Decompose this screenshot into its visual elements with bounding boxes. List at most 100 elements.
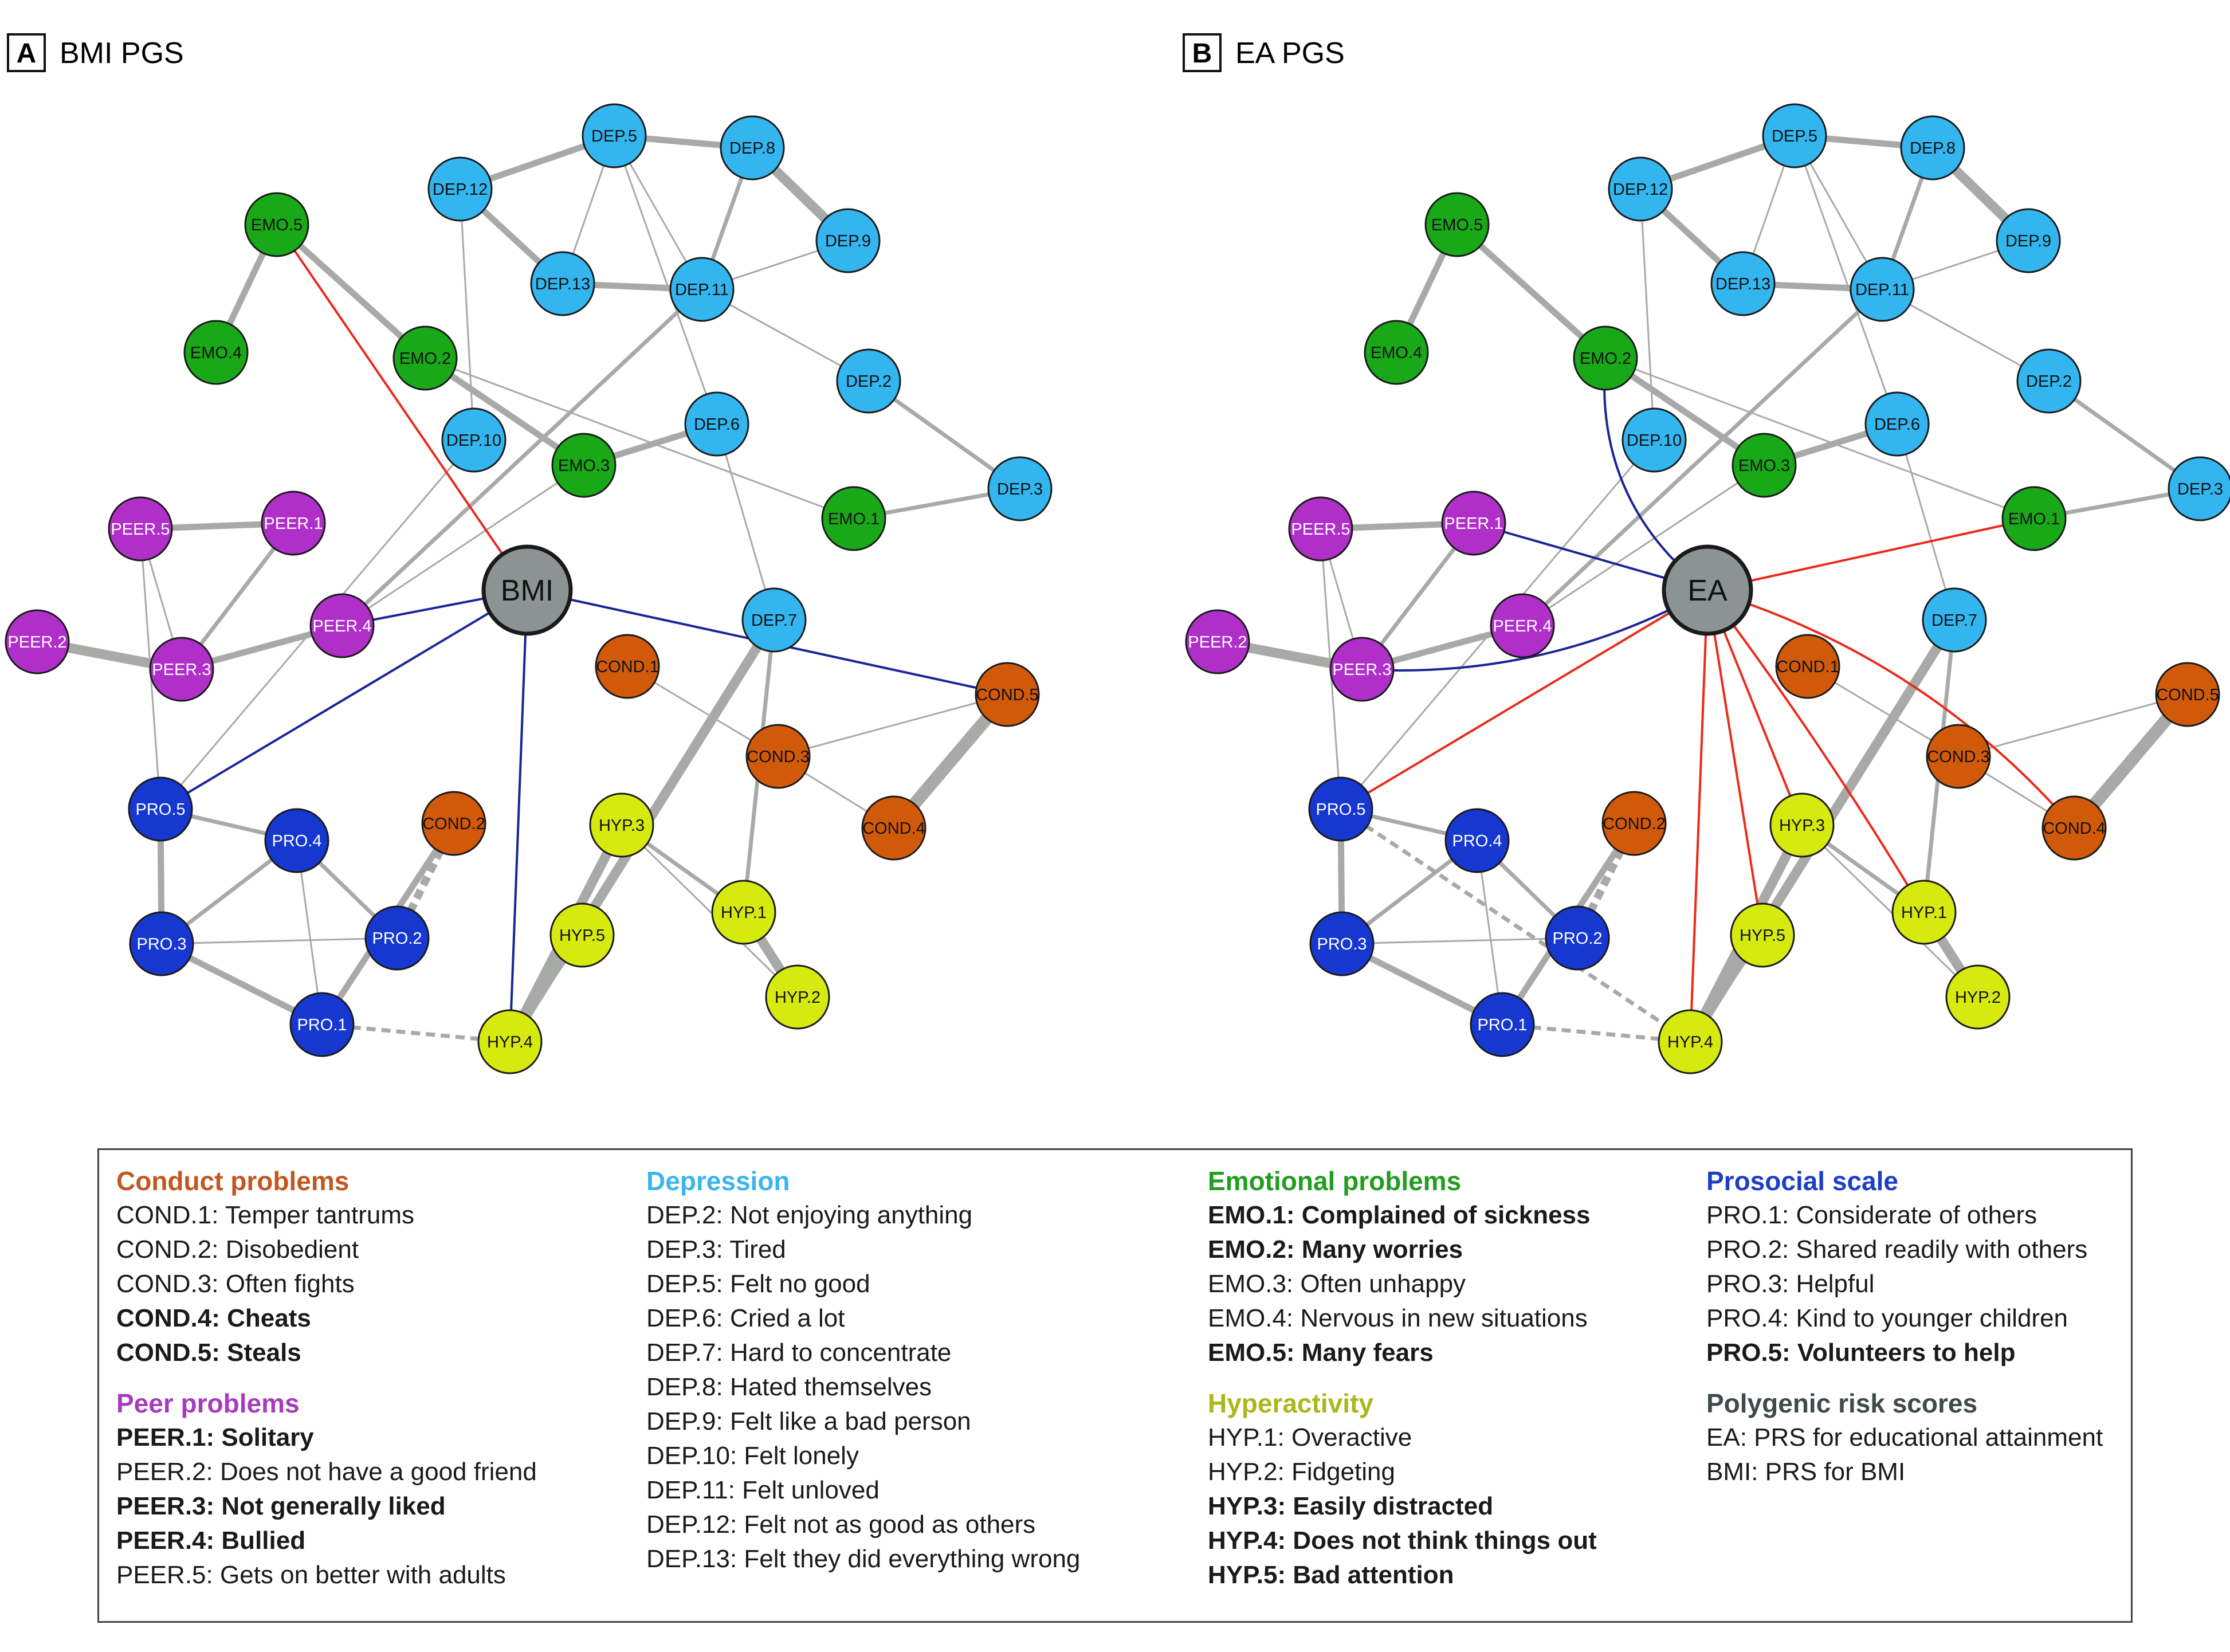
node-label: DEP.7 bbox=[1931, 611, 1977, 630]
node-circle bbox=[1775, 634, 1840, 699]
node-cond-5: COND.5 bbox=[975, 662, 1040, 727]
node-label: EMO.2 bbox=[399, 350, 451, 368]
legend-item: COND.1: Temper tantrums bbox=[116, 1201, 415, 1229]
node-circle bbox=[149, 637, 214, 702]
legend-heading: Hyperactivity bbox=[1208, 1388, 1373, 1418]
node-emo-3: EMO.3 bbox=[1732, 433, 1797, 498]
node-circle bbox=[1658, 1009, 1723, 1074]
node-label: EMO.1 bbox=[2008, 510, 2060, 528]
node-label: PEER.2 bbox=[7, 633, 66, 652]
node-emo-1: EMO.1 bbox=[821, 486, 886, 551]
node-circle bbox=[1441, 491, 1506, 556]
node-circle bbox=[595, 634, 660, 699]
node-circle bbox=[1900, 115, 1965, 180]
edge-dep-11-peer-4 bbox=[340, 288, 704, 627]
prs-node-circle bbox=[481, 544, 573, 636]
node-label: PEER.4 bbox=[312, 617, 371, 635]
edge-dep-11-peer-4 bbox=[1521, 288, 1884, 627]
node-label: PEER.5 bbox=[1291, 520, 1350, 539]
node-circle bbox=[1762, 103, 1827, 168]
node-label: COND.4 bbox=[862, 819, 925, 838]
node-circle bbox=[2041, 795, 2107, 861]
node-cond-4: COND.4 bbox=[2041, 795, 2107, 861]
legend-item: COND.5: Steals bbox=[116, 1339, 301, 1367]
edge-hyp-3-hyp-2 bbox=[621, 824, 799, 998]
node-circle bbox=[1732, 433, 1797, 498]
node-circle bbox=[1470, 992, 1535, 1057]
node-pro-3: PRO.3 bbox=[129, 911, 194, 976]
node-circle bbox=[1545, 905, 1610, 971]
node-label: DEP.8 bbox=[729, 139, 775, 158]
legend-item: DEP.5: Felt no good bbox=[646, 1270, 870, 1298]
edge-cond-5-cond-3 bbox=[778, 693, 1008, 758]
node-emo-4: EMO.4 bbox=[183, 320, 249, 385]
node-dep-10: DEP.10 bbox=[441, 407, 507, 473]
node-pro-4: PRO.4 bbox=[264, 808, 329, 873]
panel-a-letter: A bbox=[17, 38, 37, 69]
legend-item: HYP.2: Fidgeting bbox=[1208, 1458, 1395, 1486]
node-circle bbox=[669, 257, 735, 322]
edge-cond-5-cond-3 bbox=[1958, 693, 2188, 758]
legend-item: PEER.2: Does not have a good friend bbox=[116, 1458, 537, 1486]
node-label: COND.3 bbox=[1927, 748, 1990, 766]
node-label: COND.5 bbox=[2156, 686, 2219, 704]
legend-item: COND.2: Disobedient bbox=[116, 1235, 359, 1263]
node-label: DEP.3 bbox=[2177, 480, 2223, 499]
node-emo-3: EMO.3 bbox=[551, 433, 617, 498]
legend-item: DEP.9: Felt like a bad person bbox=[646, 1407, 971, 1435]
node-label: DEP.3 bbox=[997, 480, 1043, 499]
node-circle bbox=[589, 792, 654, 858]
edge-dep-12-dep-10 bbox=[459, 189, 475, 441]
node-circle bbox=[1573, 325, 1638, 391]
node-label: DEP.8 bbox=[1910, 139, 1956, 158]
prs-node-label: EA bbox=[1687, 574, 1728, 607]
node-hyp-3: HYP.3 bbox=[1769, 792, 1835, 858]
node-dep-3: DEP.3 bbox=[987, 456, 1053, 521]
node-circle bbox=[1730, 902, 1795, 968]
node-label: PRO.2 bbox=[1552, 929, 1602, 948]
node-circle bbox=[765, 964, 830, 1030]
node-label: EMO.5 bbox=[251, 216, 303, 234]
node-circle bbox=[2001, 486, 2067, 551]
node-circle bbox=[1329, 637, 1395, 702]
node-label: HYP.2 bbox=[1955, 988, 2001, 1007]
node-cond-2: COND.2 bbox=[1601, 791, 1667, 856]
legend-heading: Depression bbox=[646, 1166, 790, 1196]
legend-heading: Polygenic risk scores bbox=[1706, 1388, 1978, 1418]
node-dep-11: DEP.11 bbox=[1850, 257, 1915, 322]
node-circle bbox=[427, 156, 493, 222]
node-peer-3: PEER.3 bbox=[1329, 637, 1395, 702]
node-hyp-3: HYP.3 bbox=[589, 792, 654, 858]
node-label: COND.2 bbox=[1603, 815, 1666, 833]
node-label: HYP.4 bbox=[487, 1033, 533, 1051]
node-dep-7: DEP.7 bbox=[1922, 587, 1987, 653]
node-label: DEP.5 bbox=[1772, 127, 1817, 146]
node-label: DEP.9 bbox=[825, 232, 871, 250]
node-cond-1: COND.1 bbox=[595, 634, 660, 699]
node-dep-5: DEP.5 bbox=[582, 103, 647, 168]
prs-node-circle bbox=[1662, 544, 1753, 636]
node-circle bbox=[289, 992, 355, 1057]
node-label: EMO.2 bbox=[1580, 350, 1631, 368]
edge-emo-2-emo-1 bbox=[1605, 357, 2035, 520]
prs-node-label: BMI bbox=[501, 574, 553, 607]
node-dep-6: DEP.6 bbox=[684, 391, 749, 457]
node-circle bbox=[129, 911, 194, 976]
node-hyp-1: HYP.1 bbox=[1891, 880, 1957, 945]
edge-emo-5-emo-2 bbox=[274, 222, 427, 361]
legend-item: HYP.1: Overactive bbox=[1208, 1423, 1412, 1451]
edge-dep-12-dep-10 bbox=[1639, 189, 1655, 441]
node-dep-11: DEP.11 bbox=[669, 257, 735, 322]
node-circle bbox=[441, 407, 507, 473]
edge-pro-3-pro-2 bbox=[1341, 937, 1578, 945]
node-circle bbox=[745, 724, 811, 789]
node-circle bbox=[1996, 208, 2061, 273]
legend-heading: Prosocial scale bbox=[1706, 1166, 1898, 1196]
edge-ea-hyp-1-positive bbox=[1706, 589, 1925, 913]
